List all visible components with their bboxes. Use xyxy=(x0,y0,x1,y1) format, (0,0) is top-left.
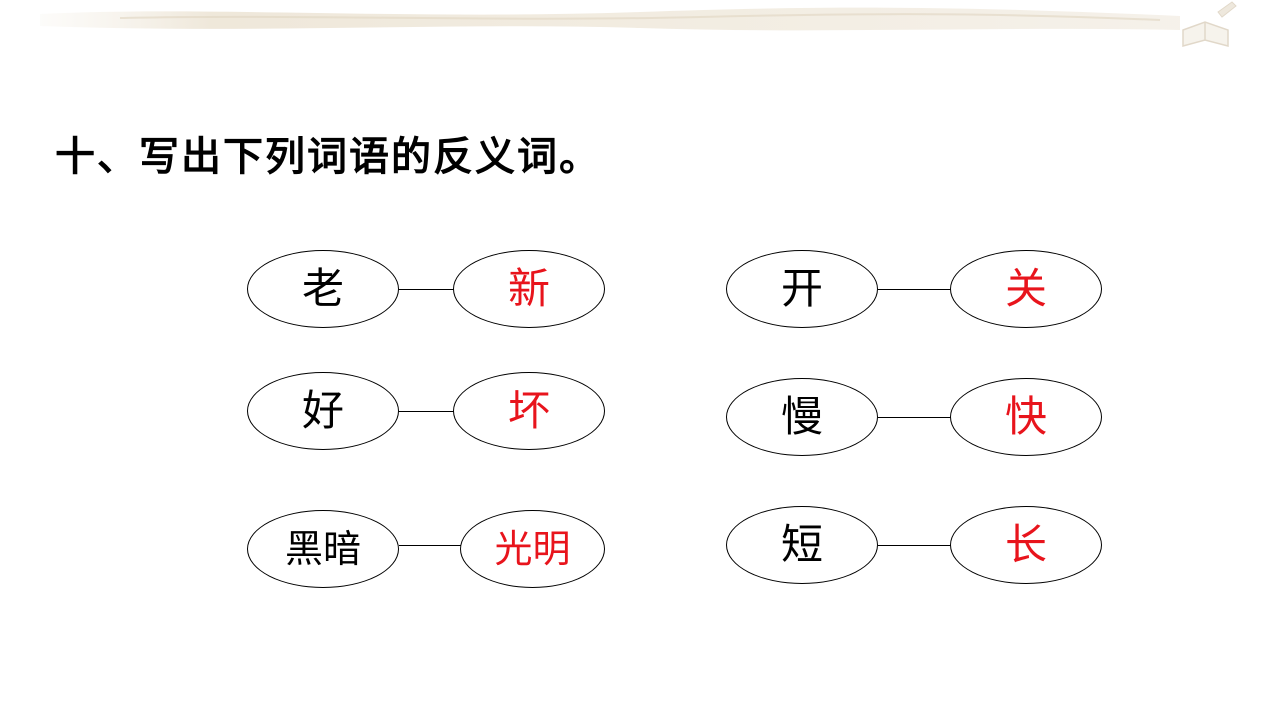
answer-oval: 关 xyxy=(950,250,1102,328)
connector-line xyxy=(878,417,951,418)
answer-oval: 新 xyxy=(453,250,605,328)
word-oval: 老 xyxy=(247,250,399,328)
exercise-title: 十、写出下列词语的反义词。 xyxy=(55,134,601,180)
word-oval: 慢 xyxy=(726,378,878,456)
answer-oval: 坏 xyxy=(453,372,605,450)
answer-oval: 快 xyxy=(950,378,1102,456)
answer-oval: 长 xyxy=(950,506,1102,584)
answer-oval: 光明 xyxy=(460,510,605,588)
word-oval: 短 xyxy=(726,506,878,584)
connector-line xyxy=(878,545,951,546)
word-oval: 开 xyxy=(726,250,878,328)
word-oval: 黑暗 xyxy=(247,510,399,588)
paper-strip-decoration xyxy=(40,1,1237,47)
connector-line xyxy=(399,289,454,290)
connector-line xyxy=(399,545,461,546)
word-oval: 好 xyxy=(247,372,399,450)
connector-line xyxy=(399,411,454,412)
connector-line xyxy=(878,289,951,290)
open-book-icon xyxy=(1182,1,1237,47)
